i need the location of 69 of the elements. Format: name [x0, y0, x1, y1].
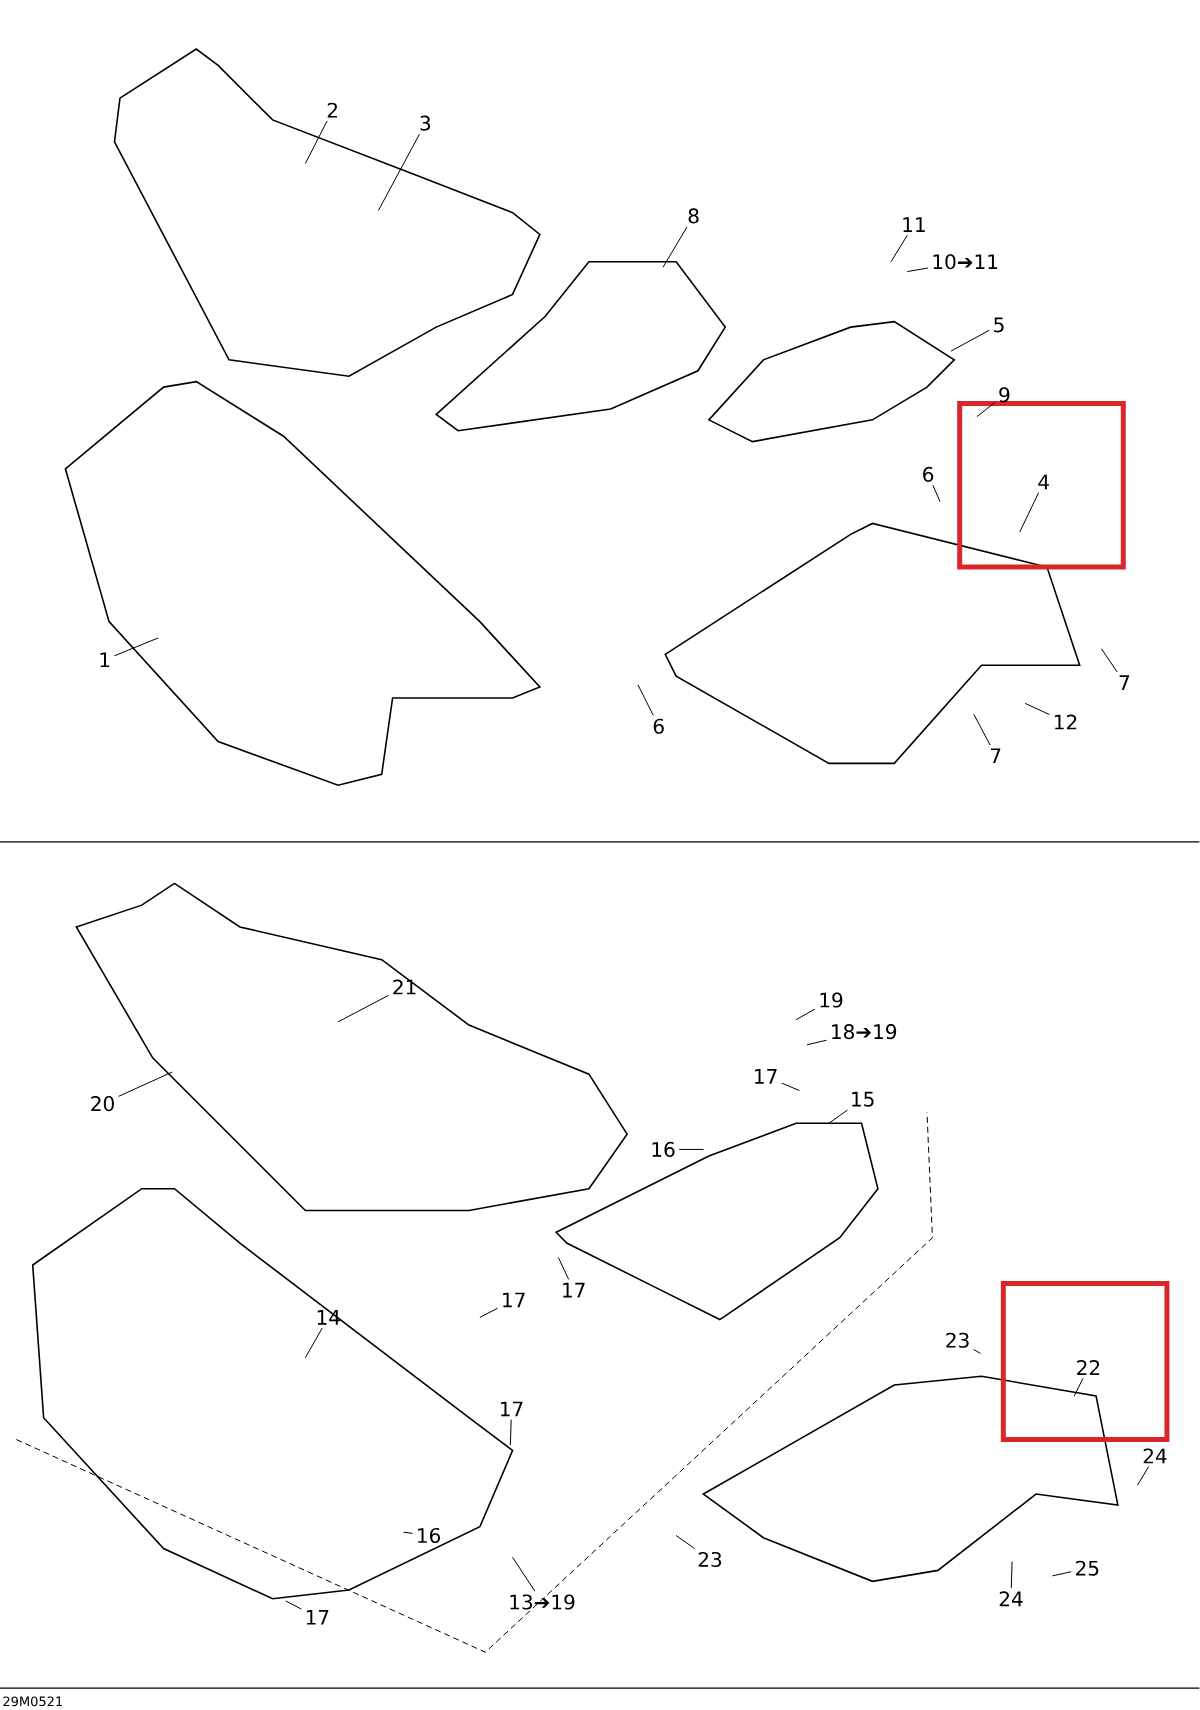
leader-line — [479, 1307, 499, 1318]
leader-line — [305, 1327, 323, 1359]
callout-number: 25 — [1076, 1560, 1099, 1576]
leader-line — [118, 1071, 173, 1097]
callout-number: 12 — [1055, 714, 1077, 730]
leader-line — [1101, 648, 1118, 673]
leader-line — [337, 994, 390, 1023]
leader-line — [976, 402, 996, 418]
callout-number: 10➔11 — [933, 254, 998, 270]
leader-line — [675, 1535, 696, 1550]
leader-line — [1137, 1466, 1150, 1486]
callout-number: 15 — [852, 1091, 874, 1107]
leader-line — [795, 1008, 816, 1021]
callout-number: 17 — [755, 1069, 777, 1084]
leader-line — [114, 637, 159, 657]
callout-number: 7 — [1119, 675, 1130, 690]
leader-line — [512, 1556, 536, 1592]
callout-number: 11 — [903, 217, 925, 232]
callout-number: 17 — [563, 1282, 585, 1298]
callout-number: 5 — [994, 317, 1004, 333]
leader-line — [510, 1419, 512, 1446]
leader-line — [1024, 702, 1051, 716]
callout-number: 16 — [652, 1141, 675, 1157]
callout-number: 6 — [653, 718, 664, 734]
leader-line — [1011, 1561, 1013, 1589]
leader-line — [662, 226, 688, 268]
leader-line — [1073, 1377, 1084, 1397]
callout-number: 13➔19 — [510, 1594, 575, 1610]
callout-number: 24 — [999, 1591, 1023, 1607]
leader-line — [403, 1531, 414, 1534]
callout-number: 4 — [1038, 474, 1050, 490]
callout-number: 19 — [820, 992, 843, 1008]
leader-line — [378, 133, 421, 211]
leader-line — [973, 1349, 982, 1354]
leader-line — [305, 120, 328, 165]
leader-line — [828, 1109, 849, 1124]
leader-line — [1019, 492, 1040, 533]
leader-line — [950, 329, 990, 352]
figure-code: 29M0521 — [3, 1696, 63, 1707]
leader-line — [806, 1039, 828, 1046]
callout-number: 16 — [418, 1527, 441, 1544]
callout-number: 17 — [307, 1610, 329, 1625]
callout-number: 6 — [923, 466, 934, 482]
leader-line — [558, 1256, 570, 1280]
callout-number: 9 — [999, 387, 1010, 403]
leader-line — [907, 267, 929, 273]
callout-number: 22 — [1077, 1360, 1100, 1375]
callout-number: 17 — [501, 1401, 523, 1417]
leader-line — [932, 484, 941, 503]
callout-number: 3 — [420, 115, 431, 131]
leader-line — [890, 234, 908, 263]
leader-line — [1052, 1571, 1072, 1577]
callout-number: 1 — [100, 652, 110, 668]
callout-number: 23 — [946, 1332, 969, 1348]
callout-number: 7 — [991, 748, 1001, 764]
callout-number: 8 — [688, 208, 699, 224]
callout-number: 24 — [1143, 1448, 1167, 1464]
leader-line — [781, 1082, 801, 1092]
leader-line — [678, 1148, 705, 1150]
leader-line — [285, 1600, 302, 1610]
callout-number: 20 — [91, 1096, 115, 1112]
leader-line — [637, 684, 654, 716]
callout-number: 14 — [317, 1310, 341, 1325]
callout-number: 21 — [393, 979, 416, 995]
callout-number: 17 — [503, 1292, 525, 1308]
callout-number: 2 — [327, 102, 338, 118]
callout-number: 18➔19 — [832, 1024, 897, 1040]
leader-line — [973, 713, 991, 746]
callout-number: 23 — [698, 1551, 722, 1568]
